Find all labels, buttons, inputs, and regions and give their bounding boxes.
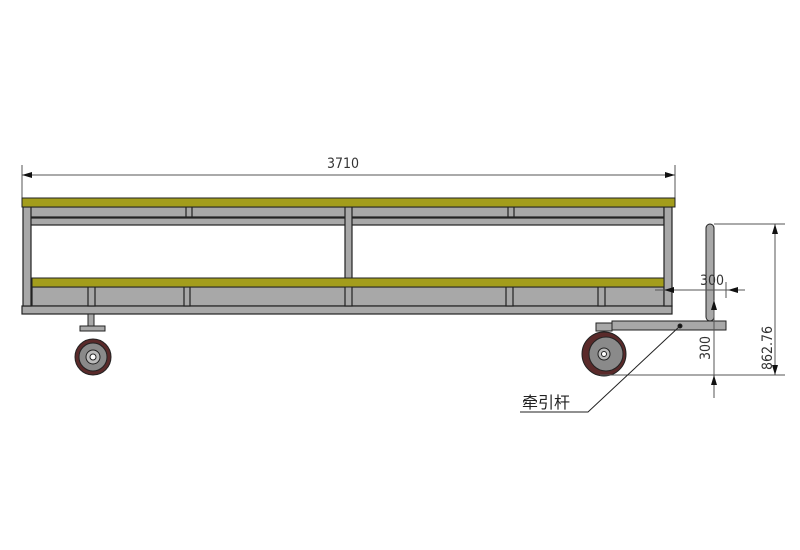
vertical-offset-label: 300 — [698, 336, 714, 360]
front-caster — [74, 313, 112, 376]
overall-length-label: 3710 — [327, 156, 359, 172]
height-dimension — [600, 223, 785, 398]
rear-wheel — [581, 322, 627, 377]
overall-length-dimension — [21, 165, 676, 198]
tow-bar-callout: 牵引杆 — [522, 393, 570, 412]
lower-deck — [31, 277, 665, 288]
top-deck — [21, 197, 676, 208]
horizontal-offset-label: 300 — [700, 273, 724, 289]
frame — [21, 206, 673, 315]
tow-height-label: 862.76 — [760, 326, 776, 370]
tow-bar — [611, 223, 727, 331]
callout-leader — [520, 325, 681, 413]
